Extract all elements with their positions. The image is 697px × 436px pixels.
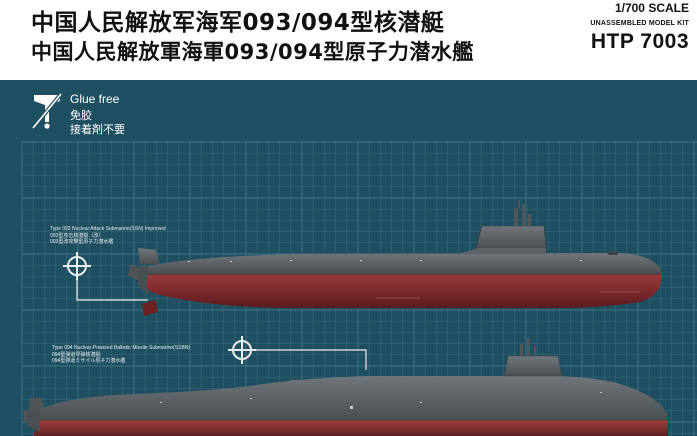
sub093-caption-ja: 093型改攻撃型原子力潜水艦 [50, 239, 114, 245]
header: 中国人民解放军海军093/094型核潜艇 中国人民解放軍海軍093/094型原子… [0, 0, 697, 80]
sub094-leader-line [256, 349, 367, 370]
sub093-caption-en: Type 093 Nuclear Attack Submarine(SSN) I… [50, 226, 166, 232]
glue-free-label-ja: 接着剤不要 [70, 123, 125, 136]
glue-free-label: Glue free [70, 92, 120, 106]
glue-free-label-zh: 免胶 [70, 109, 92, 122]
title-traditional: 中国人民解放軍海軍093/094型原子力潜水艦 [31, 40, 474, 64]
crosshair-icon [63, 252, 91, 280]
submarine-093 [128, 200, 662, 316]
submarine-094 [24, 338, 668, 436]
kit-note: UNASSEMBLED MODEL KIT [590, 20, 689, 27]
submarines [24, 200, 668, 436]
artwork-panel: Glue free 免胶 接着剤不要 Type 093 Nuclear Atta… [0, 80, 697, 436]
crosshair-icon [228, 336, 256, 364]
glue-free-icon [31, 92, 63, 130]
sub094-caption-zh: 094型弹道导弹核潜艇 [52, 352, 101, 358]
sub093-caption-zh: 093型攻击核潜艇（改） [50, 233, 104, 239]
scale-label: 1/700 SCALE [614, 1, 689, 15]
title-simplified: 中国人民解放军海军093/094型核潜艇 [31, 10, 445, 36]
sub094-caption-en: Type 094 Nuclear-Powered Ballistic Missi… [52, 345, 191, 351]
sub093-leader-line [76, 278, 148, 301]
kit-code: HTP 7003 [590, 30, 689, 53]
sub094-caption-ja: 094型弾道ミサイル原子力潜水艦 [52, 358, 126, 364]
